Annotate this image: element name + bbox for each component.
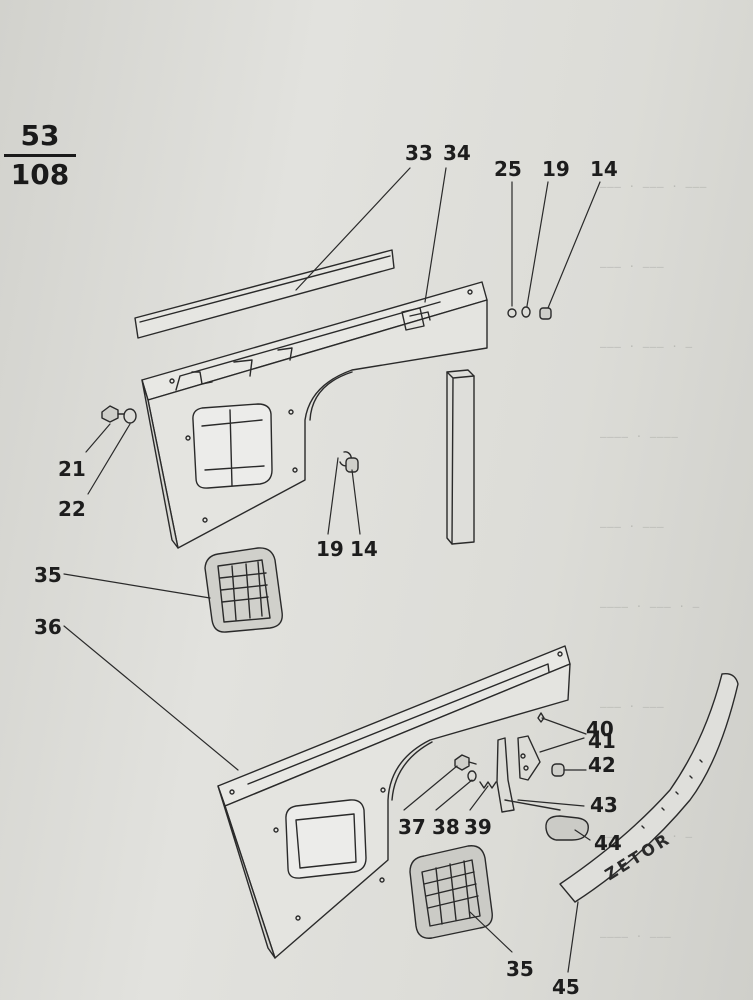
callout-42: 42 bbox=[588, 753, 616, 777]
leader-lines bbox=[63, 167, 601, 973]
part-bolt-washer bbox=[101, 405, 137, 424]
callout-37: 37 bbox=[398, 815, 426, 839]
part-emblem-strip bbox=[559, 673, 739, 903]
page-reference-denominator: 108 bbox=[10, 158, 70, 191]
callout-40: 40 bbox=[586, 717, 614, 741]
callout-39: 39 bbox=[464, 815, 492, 839]
show-through-text: ——— · ——— · ——— bbox=[600, 180, 707, 193]
show-through-text: ——— · ——— bbox=[600, 700, 665, 713]
part-seal-strip bbox=[134, 249, 395, 339]
part-vertical-post bbox=[446, 369, 475, 545]
callout-14: 14 bbox=[350, 537, 378, 561]
part-bolt-spring-set bbox=[454, 754, 497, 789]
fraction-bar bbox=[4, 154, 76, 157]
callout-45: 45 bbox=[552, 975, 580, 999]
show-through-text: ———— · ———— bbox=[600, 430, 679, 443]
callout-labels: 33 34 25 19 14 21 22 19 14 35 36 40 41 4… bbox=[34, 141, 622, 999]
callout-44: 44 bbox=[594, 831, 622, 855]
part-lower-side-panel bbox=[217, 645, 571, 959]
show-through-text: ——— · ——— bbox=[600, 260, 665, 273]
callout-41-visible: 41 bbox=[588, 729, 616, 753]
callout-19: 19 bbox=[542, 157, 570, 181]
page-reference: 53 108 bbox=[0, 120, 80, 191]
callout-19: 19 bbox=[316, 537, 344, 561]
page-reference-numerator: 53 bbox=[20, 119, 60, 152]
callout-22: 22 bbox=[58, 497, 86, 521]
part-vent-grille-lower bbox=[409, 845, 493, 939]
callout-35: 35 bbox=[506, 957, 534, 981]
part-knob bbox=[545, 815, 589, 841]
show-through-text: ——— · ——— · — bbox=[600, 340, 693, 353]
part-clip-nut bbox=[339, 451, 359, 473]
part-latch-bracket bbox=[496, 712, 565, 813]
callout-43: 43 bbox=[590, 793, 618, 817]
callout-38: 38 bbox=[432, 815, 460, 839]
callout-36: 36 bbox=[34, 615, 62, 639]
part-upper-side-panel bbox=[141, 281, 488, 549]
show-through-text: ———— · ——— bbox=[600, 930, 672, 943]
callout-14: 14 bbox=[590, 157, 618, 181]
callout-25: 25 bbox=[494, 157, 522, 181]
show-through-text: ———— · ——— · — bbox=[600, 600, 700, 613]
callout-21: 21 bbox=[58, 457, 86, 481]
part-vent-grille-upper bbox=[204, 547, 283, 633]
callout-33: 33 bbox=[405, 141, 433, 165]
callout-35: 35 bbox=[34, 563, 62, 587]
part-washer-nut-set bbox=[507, 306, 552, 320]
show-through-text: ——— · ——— bbox=[600, 520, 665, 533]
callout-34: 34 bbox=[443, 141, 471, 165]
